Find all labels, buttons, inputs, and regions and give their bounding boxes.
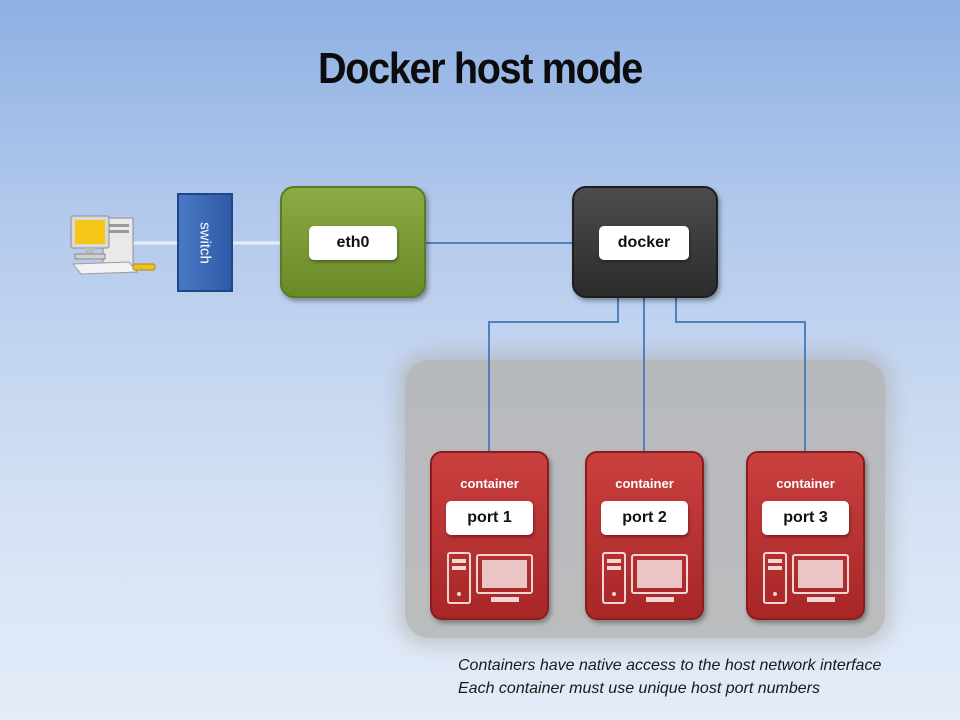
server-computer-icon	[447, 552, 533, 604]
server-computer-icon	[763, 552, 849, 604]
container-1: container port 1	[430, 451, 549, 620]
diagram-title: Docker host mode	[318, 44, 643, 93]
container-name: container	[460, 476, 519, 491]
container-2: container port 2	[585, 451, 704, 620]
eth0-label: eth0	[309, 226, 397, 260]
desktop-computer-icon	[67, 212, 159, 287]
container-name: container	[776, 476, 835, 491]
notes: Containers have native access to the hos…	[458, 654, 881, 700]
note-line: Each container must use unique host port…	[458, 680, 820, 697]
note-line: Containers have native access to the hos…	[458, 657, 882, 674]
container-name: container	[615, 476, 674, 491]
container-port: port 1	[446, 501, 533, 535]
container-3: container port 3	[746, 451, 865, 620]
server-computer-icon	[602, 552, 688, 604]
container-port: port 3	[762, 501, 849, 535]
network-switch: switch	[177, 193, 233, 292]
docker-label: docker	[599, 226, 689, 260]
switch-label: switch	[196, 221, 214, 264]
container-port: port 2	[601, 501, 688, 535]
